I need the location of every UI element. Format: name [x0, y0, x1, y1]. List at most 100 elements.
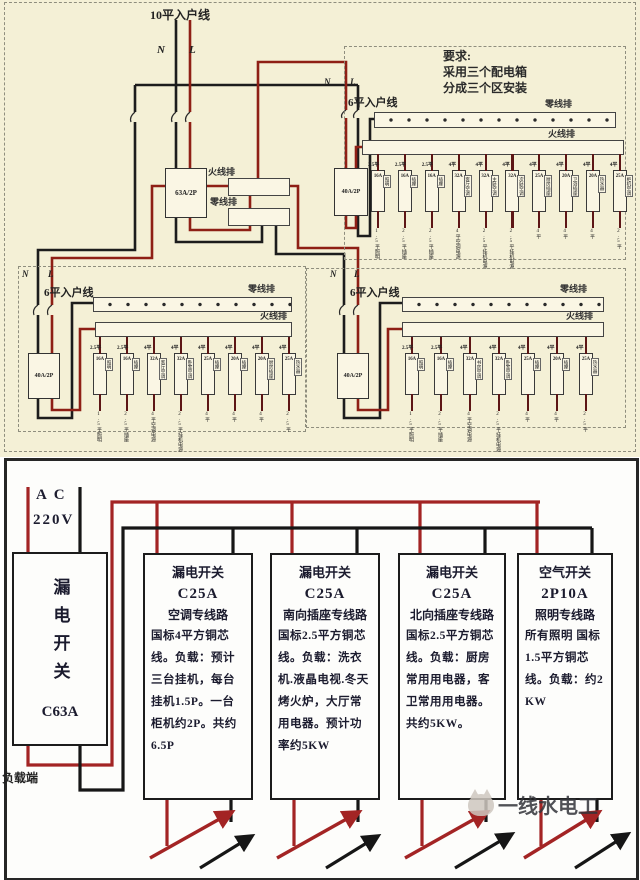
circuit-tag: 卧室空调	[504, 358, 512, 381]
wire-stub-bottom	[180, 394, 183, 411]
branch-breaker: 4平 25A 插座 4平	[198, 337, 221, 422]
wire-gauge-label: 4平	[144, 346, 152, 351]
circuit-name: 北向插座专线路	[409, 608, 494, 622]
wire-stub-top	[377, 154, 380, 171]
breaker-rating: 25A	[535, 174, 544, 179]
box3-n: N	[330, 269, 337, 279]
box2-neutral-bar-label: 零线排	[248, 284, 276, 294]
wire-stub-bottom	[377, 211, 380, 228]
wire-stub-bottom	[261, 394, 264, 411]
main-leakage-switch-c63a: 漏电开关 C63A	[12, 552, 108, 746]
live-bar-main	[228, 178, 290, 196]
wire-gauge-label: 2.5平	[368, 163, 380, 168]
circuit-rating: C25A	[431, 586, 473, 602]
wire-gauge-label: 2.5平	[402, 346, 414, 351]
wire-stub-top	[565, 154, 568, 171]
load-wire-label: 2.5平挂机电源	[508, 229, 514, 269]
wire-stub-top	[411, 337, 414, 354]
wire-stub-top	[618, 154, 622, 171]
wire-stub-top	[484, 154, 487, 171]
neutral-letter: N	[157, 44, 165, 56]
box1-branch-breakers: 2.5平 16A 照明 1.5平照明 2.5平 16A 插座 2.5平插座	[368, 154, 633, 269]
wire-stub-top	[153, 337, 156, 354]
branch-breaker: 4平 20A 卫浴插座 4平	[556, 154, 580, 239]
circuit-rating: 2P10A	[541, 586, 589, 602]
box3-l: L	[354, 269, 360, 279]
branch-breaker: 4平 32A 卧室空调 2.5平挂机电源	[489, 337, 512, 452]
load-terminal-label: 负载端	[2, 771, 39, 785]
breaker-rating: 25A	[523, 357, 533, 362]
wire-stub-top	[527, 337, 530, 354]
wire-stub-top	[511, 154, 514, 171]
wire-gauge-label: 4平	[225, 346, 233, 351]
circuit-switch-type: 漏电开关	[425, 565, 478, 580]
circuit-tag: 卧室空调	[186, 358, 194, 381]
wire-gauge-label: 4平	[547, 346, 555, 351]
circuit-tag: 主卧空调	[490, 175, 499, 198]
breaker-rating: 32A	[494, 357, 504, 362]
load-wire-label: 1.5平照明	[96, 412, 101, 442]
wire-stub-bottom	[469, 394, 472, 411]
wire-stub-bottom	[585, 394, 588, 411]
circuit-tag: 书房空调	[475, 358, 483, 381]
branch-breaker: 4平 32A 卧室空调 2.5平挂机电源	[171, 337, 194, 452]
branch-breaker: 4平 32A 主卧空调 2.5平挂机电源	[476, 154, 499, 269]
box1-main-breaker-40a: 40A/2P	[334, 168, 368, 216]
circuit-rating: C25A	[177, 586, 219, 602]
breaker-rating: 20A	[552, 357, 562, 362]
circuit-switch-type: 漏电开关	[171, 565, 224, 580]
breaker-rating: 16A	[436, 357, 446, 362]
box1-neutral-bar	[374, 112, 616, 128]
circuit-rating: C25A	[304, 586, 346, 602]
wire-stub-bottom	[498, 394, 501, 411]
load-wire-label: 1.5平照明	[408, 412, 413, 442]
load-wire-label: 4平	[258, 412, 263, 422]
circuit-tag: 照明	[383, 175, 391, 189]
breaker-rating: 16A	[122, 357, 132, 362]
branch-breaker: 2.5平 16A 照明 1.5平照明	[90, 337, 113, 442]
circuit-tag: 客厅空调	[463, 175, 472, 198]
branch-breaker: 4平 25A 柜机空调 2.5平	[610, 154, 633, 249]
box1-live-bar-label: 火线排	[548, 129, 576, 139]
wire-gauge-label: 2.5平	[90, 346, 102, 351]
wire-stub-bottom	[99, 394, 102, 411]
wire-stub-top	[585, 337, 588, 354]
wire-gauge-label: 4平	[489, 346, 497, 351]
main-switch-rating: C63A	[41, 703, 79, 720]
breaker-rating: 32A	[454, 174, 463, 179]
load-wire-label: 4平	[524, 412, 529, 422]
voltage-label: 220V	[33, 512, 75, 528]
box3-live-bar-label: 火线排	[566, 311, 594, 321]
wire-stub-top	[261, 337, 264, 354]
distribution-box-1	[344, 46, 626, 260]
branch-breaker: 4平 25A 热水器 2.5平	[279, 337, 302, 432]
branch-breaker: 2.5平 16A 插座 2.5平插座	[395, 154, 418, 259]
wire-gauge-label: 2.5平	[431, 346, 443, 351]
distribution-box-3	[306, 268, 626, 428]
breaker-rating: 25A	[615, 174, 624, 179]
wire-stub-top	[403, 154, 407, 171]
watermark: 一线水电工	[468, 788, 598, 819]
breaker-rating: 20A	[561, 174, 571, 179]
load-wire-label: 2.5平	[582, 412, 587, 432]
breaker-rating: 25A	[203, 357, 213, 362]
wire-stub-bottom	[618, 211, 622, 228]
wire-stub-bottom	[411, 394, 414, 411]
circuit-name: 南向插座专线路	[282, 608, 367, 622]
load-wire-label: 2.5平挂机电源	[481, 229, 487, 269]
wire-stub-top	[234, 337, 237, 354]
wire-gauge-label: 4平	[583, 163, 591, 168]
box1-l: L	[350, 77, 356, 87]
wire-stub-bottom	[207, 394, 210, 411]
circuit-tag: 插座	[436, 175, 445, 189]
circuit-tag: 热水器	[294, 358, 302, 376]
circuit-name: 空调专线路	[167, 608, 228, 622]
load-wire-label: 4平空调电源	[150, 412, 155, 442]
box1-live-bar	[362, 140, 624, 155]
load-wire-label: 2.5平	[285, 412, 290, 432]
circuit-tag: 热水器	[598, 175, 606, 193]
circuit-tag: 插座	[213, 358, 221, 372]
box1-neutral-bar-label: 零线排	[545, 99, 573, 109]
wire-gauge-label: 2.5平	[421, 163, 434, 168]
wire-stub-top	[538, 154, 541, 171]
